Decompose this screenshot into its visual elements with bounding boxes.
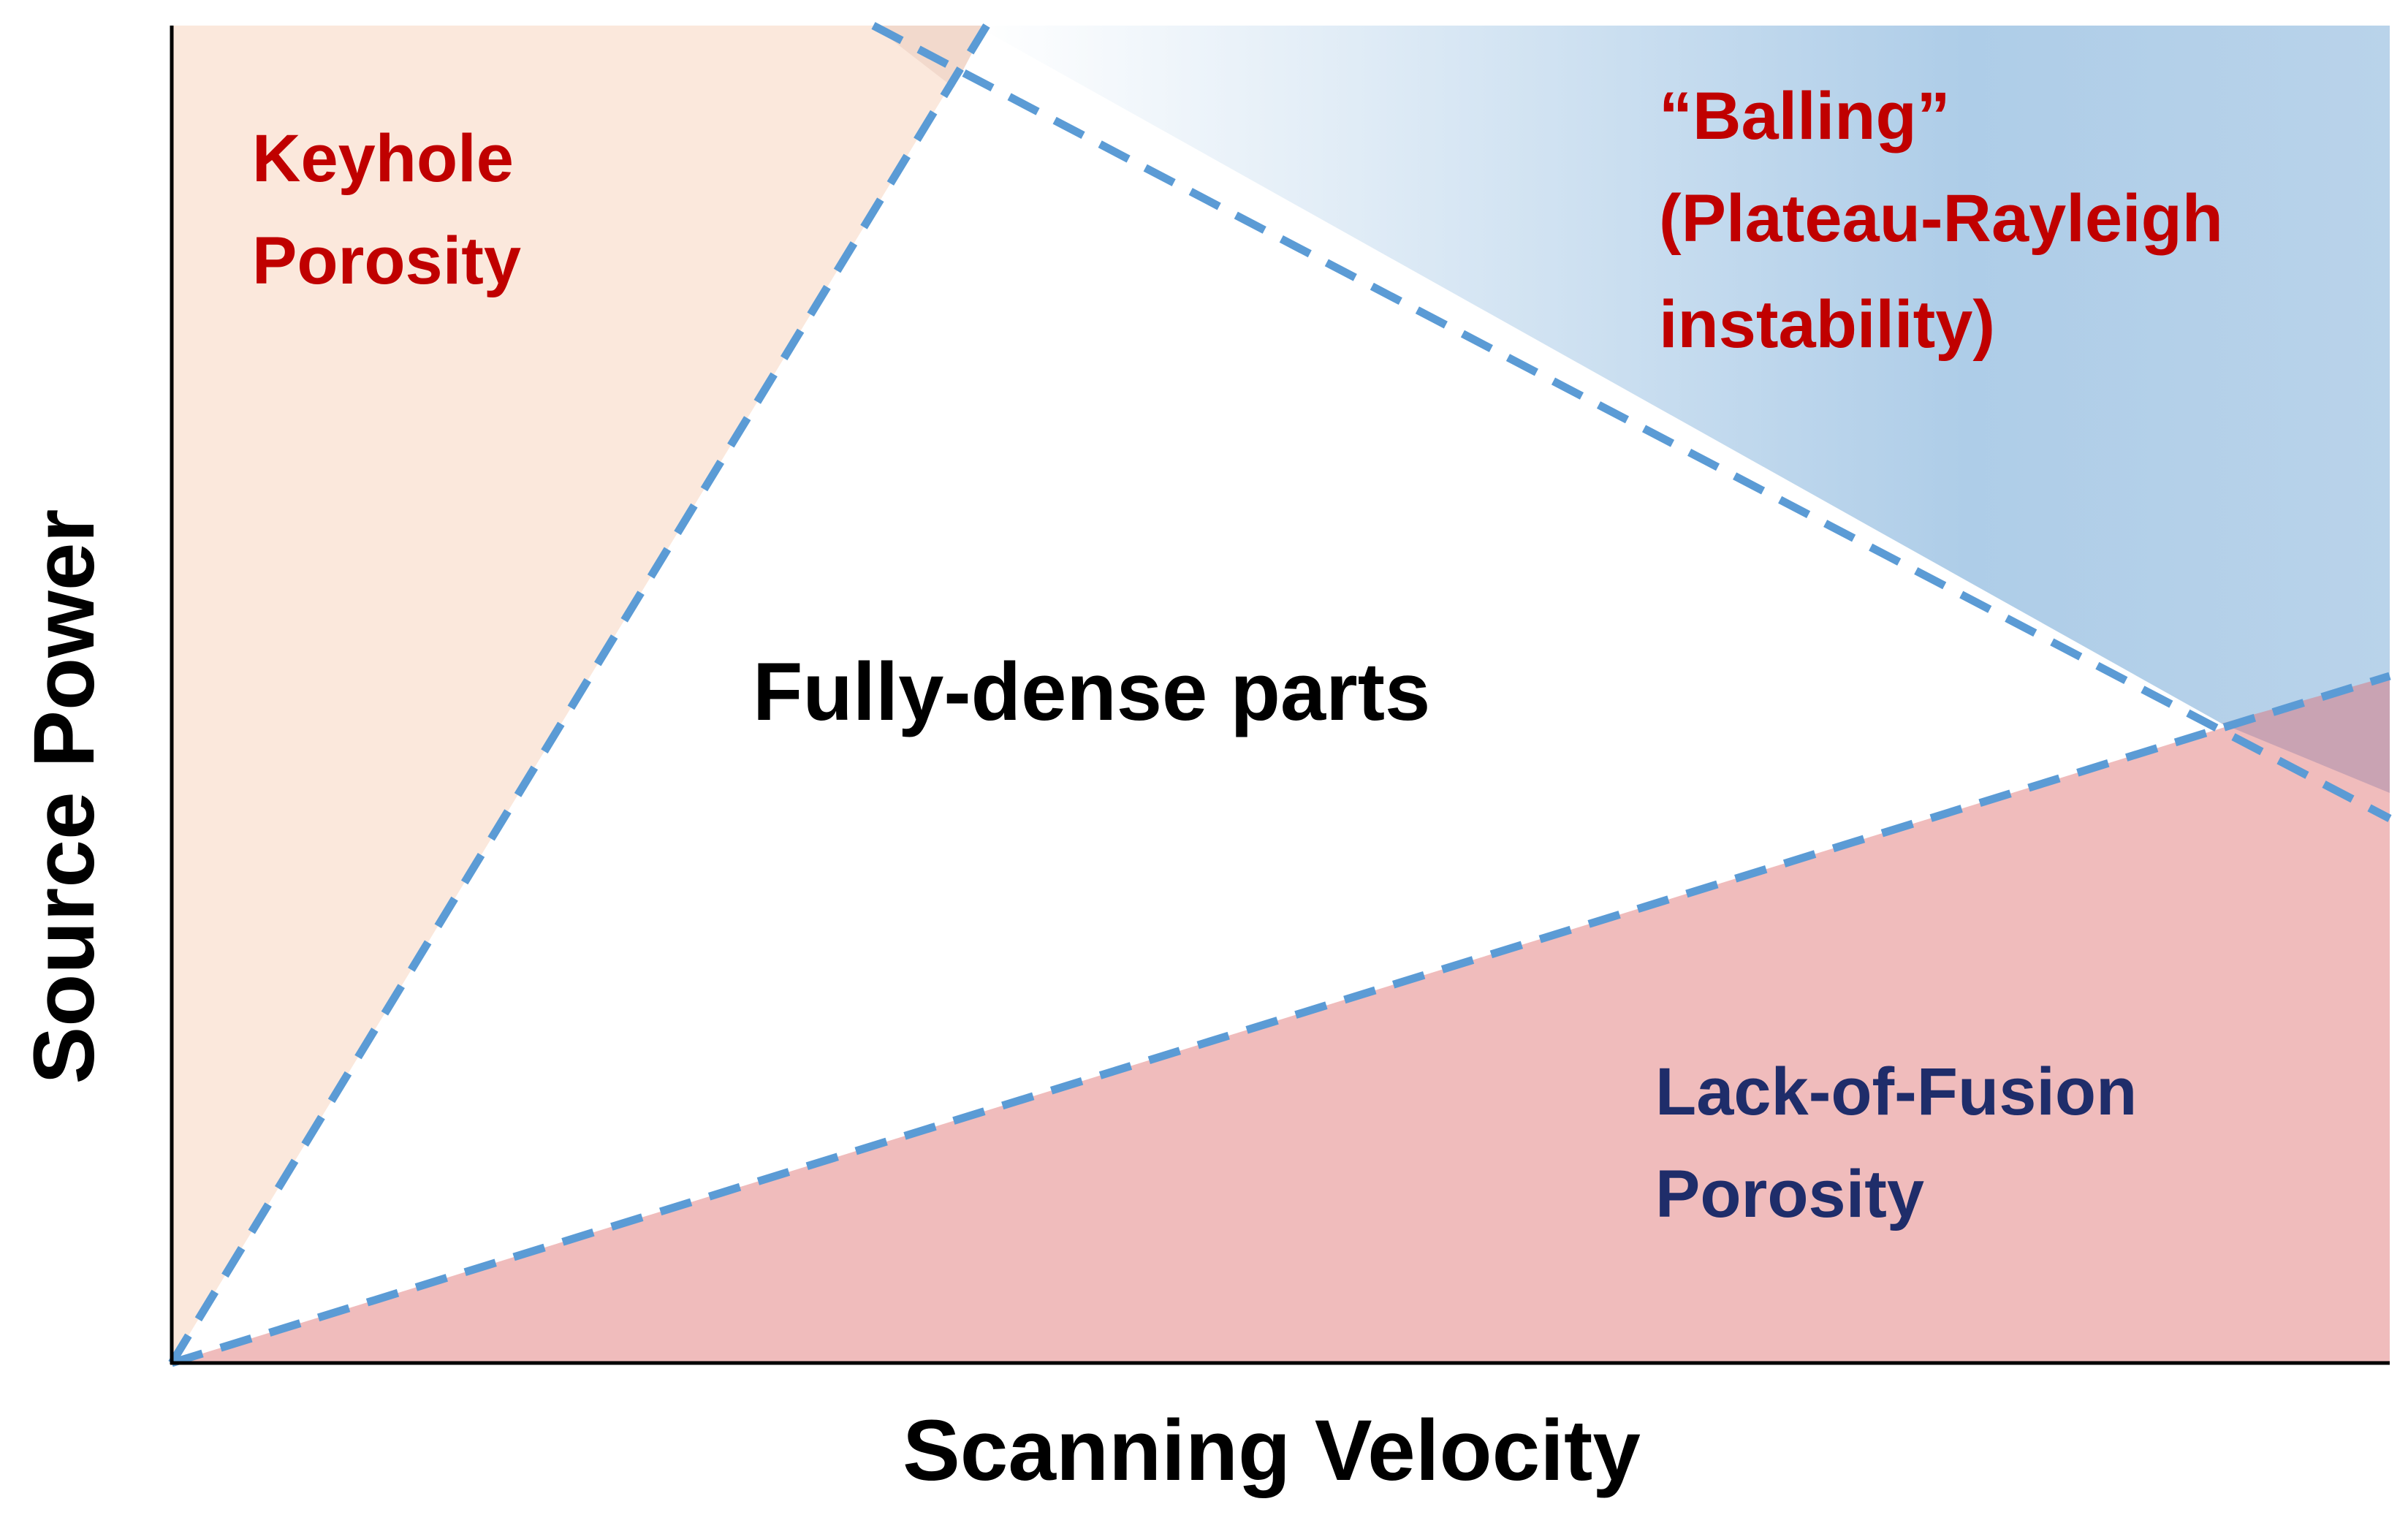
balling-label-line-3: instability) <box>1659 287 1995 362</box>
balling-label-line-2: (Plateau-Rayleigh <box>1659 181 2223 256</box>
lack-of-fusion-label-line-1: Lack-of-Fusion <box>1655 1055 2137 1129</box>
keyhole-boundary-line <box>168 23 990 1365</box>
balling-boundary-line <box>871 22 2392 822</box>
keyhole-label-line-1: Keyhole <box>252 121 514 196</box>
keyhole-label: Keyhole Porosity <box>252 121 532 298</box>
fully-dense-label-line-1: Fully-dense parts <box>753 646 1430 737</box>
keyhole-label-line-2: Porosity <box>252 224 521 298</box>
lack-of-fusion-label-line-2: Porosity <box>1655 1157 1924 1231</box>
lack-of-fusion-boundary-line <box>170 672 2391 1367</box>
balling-label-line-1: “Balling” <box>1659 79 1951 153</box>
fully-dense-label: Fully-dense parts <box>753 646 1430 737</box>
y-axis-title: Source Power <box>16 509 113 1085</box>
overlap-region <box>2222 676 2390 793</box>
lack-of-fusion-label: Lack-of-Fusion Porosity <box>1655 1055 2156 1231</box>
x-axis-title: Scanning Velocity <box>903 1402 1641 1499</box>
balling-region <box>976 26 2390 793</box>
balling-label: “Balling” (Plateau-Rayleigh instability) <box>1659 79 2242 362</box>
